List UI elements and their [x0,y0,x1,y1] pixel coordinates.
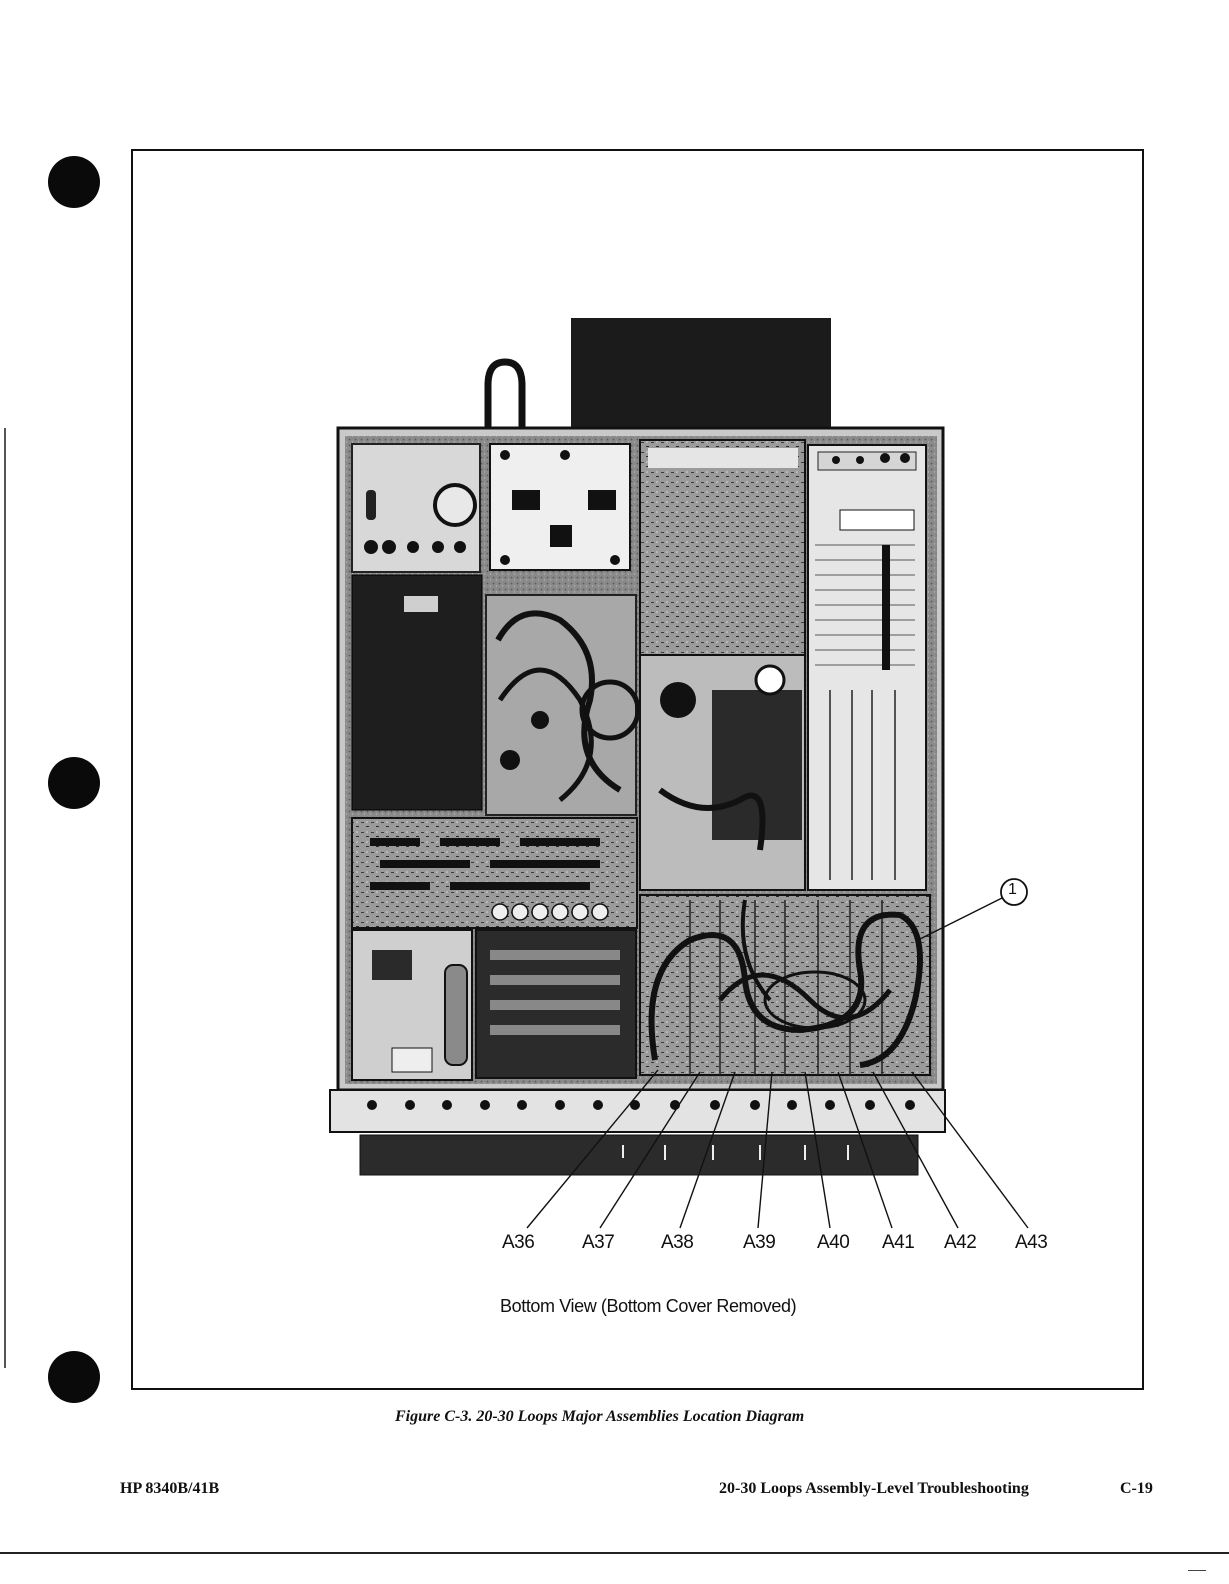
footer-page-number: C-19 [1120,1480,1153,1498]
callout-circle-label: 1 [1008,881,1016,899]
callout-a37: A37 [582,1232,614,1254]
callout-a40: A40 [817,1232,849,1254]
callout-a39: A39 [743,1232,775,1254]
figure-caption: Figure C-3. 20-30 Loops Major Assemblies… [395,1408,804,1426]
rear-cover-box [571,318,831,428]
callout-a41: A41 [882,1232,914,1254]
callout-a36: A36 [502,1232,534,1254]
callout-a43: A43 [1015,1232,1047,1254]
rear-loop-cable [488,362,522,428]
footer-section-title: 20-30 Loops Assembly-Level Troubleshooti… [719,1480,1029,1498]
view-caption: Bottom View (Bottom Cover Removed) [500,1296,796,1317]
bottom-rule [0,1552,1229,1554]
callout-a38: A38 [661,1232,693,1254]
footer-model: HP 8340B/41B [120,1480,219,1498]
corner-mark [1188,1570,1206,1571]
callout-a42: A42 [944,1232,976,1254]
